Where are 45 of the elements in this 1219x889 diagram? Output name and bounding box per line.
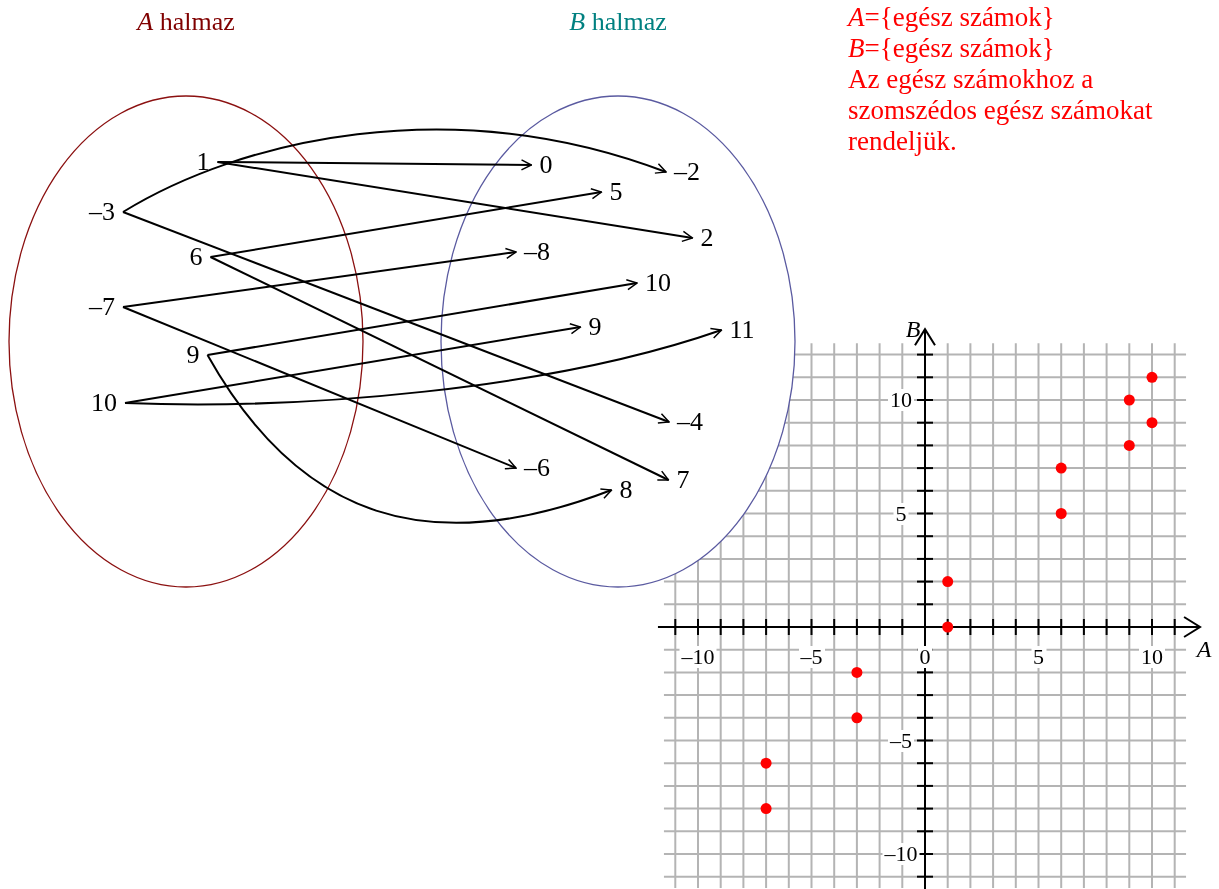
- arrow: [122, 211, 670, 424]
- set-element: –3: [81, 199, 123, 225]
- set-element: 11: [721, 317, 763, 343]
- arrow: [206, 278, 638, 356]
- set-element: –7: [81, 294, 123, 320]
- tick-label: –10: [882, 843, 920, 865]
- set-element: 9: [178, 342, 208, 368]
- axis-title: A: [1196, 637, 1212, 661]
- tick-label: 5: [1031, 646, 1046, 668]
- note-text: Az egész számokhoz a szomszédos egész számokat rendeljük.: [848, 64, 1153, 156]
- set-element: 7: [668, 467, 698, 493]
- tick-label: –5: [888, 729, 914, 752]
- arrow: [122, 306, 517, 470]
- set-element: 2: [692, 225, 722, 251]
- set-heading: B halmaz: [569, 7, 667, 36]
- tick-label: 10: [888, 389, 914, 411]
- arrow: [124, 327, 723, 406]
- arrow: [209, 187, 603, 258]
- tick-label: 10: [1139, 646, 1165, 668]
- set-element: –8: [516, 239, 558, 265]
- tick-label: –5: [798, 646, 825, 668]
- arrow: [216, 159, 533, 171]
- arrow: [122, 128, 667, 213]
- arrow: [209, 256, 670, 481]
- note-text: A={egész számok}: [848, 2, 1055, 32]
- tick-label: 0: [917, 646, 933, 668]
- set-element: 9: [580, 314, 610, 340]
- set-heading: A halmaz: [137, 7, 235, 36]
- arrow: [216, 161, 694, 243]
- note-text: B={egész számok}: [848, 33, 1055, 63]
- set-element: 1: [188, 149, 218, 175]
- set-element: 10: [83, 390, 125, 416]
- set-element: 0: [531, 152, 561, 178]
- tick-label: –10: [679, 646, 717, 668]
- set-element: 8: [611, 477, 641, 503]
- set-element: –4: [669, 409, 711, 435]
- set-element: 10: [637, 270, 679, 296]
- arrow: [206, 354, 613, 524]
- tick-label: 5: [893, 502, 909, 525]
- axis-title: B: [905, 317, 921, 342]
- arrow: [122, 247, 517, 308]
- set-element: 5: [601, 179, 631, 205]
- set-element: –2: [666, 159, 708, 185]
- set-element: 6: [181, 244, 211, 270]
- set-element: –6: [516, 455, 558, 481]
